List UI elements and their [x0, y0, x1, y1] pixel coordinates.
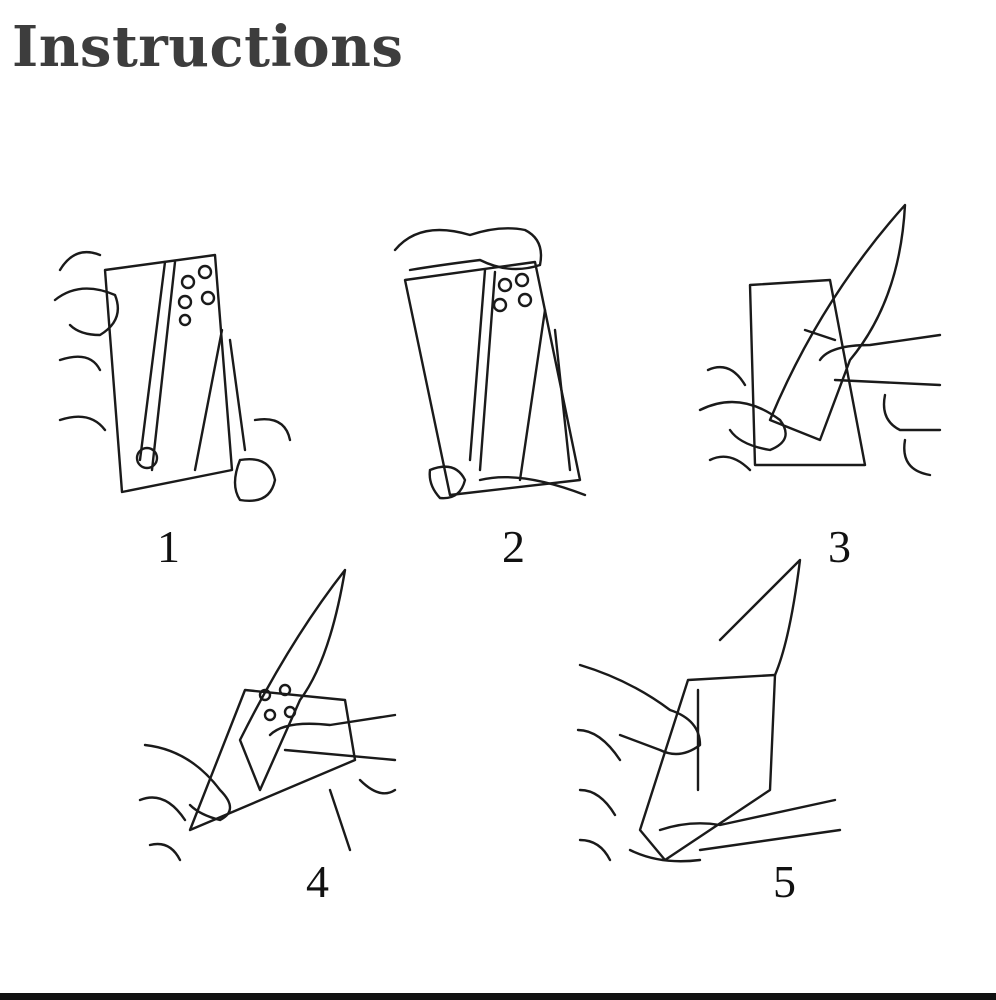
step-1-illustration — [53, 250, 292, 502]
step-number-1: 1 — [157, 521, 180, 572]
step-number-2: 2 — [502, 521, 525, 572]
bottom-border — [0, 993, 996, 1000]
page-title: Instructions — [12, 14, 404, 80]
step-4-illustration — [138, 568, 397, 862]
step-5-illustration — [576, 558, 842, 863]
step-2-illustration — [393, 227, 587, 500]
step-3-illustration — [698, 203, 942, 477]
step-number-5: 5 — [773, 856, 796, 907]
step-number-4: 4 — [306, 856, 329, 907]
step-number-3: 3 — [828, 521, 851, 572]
